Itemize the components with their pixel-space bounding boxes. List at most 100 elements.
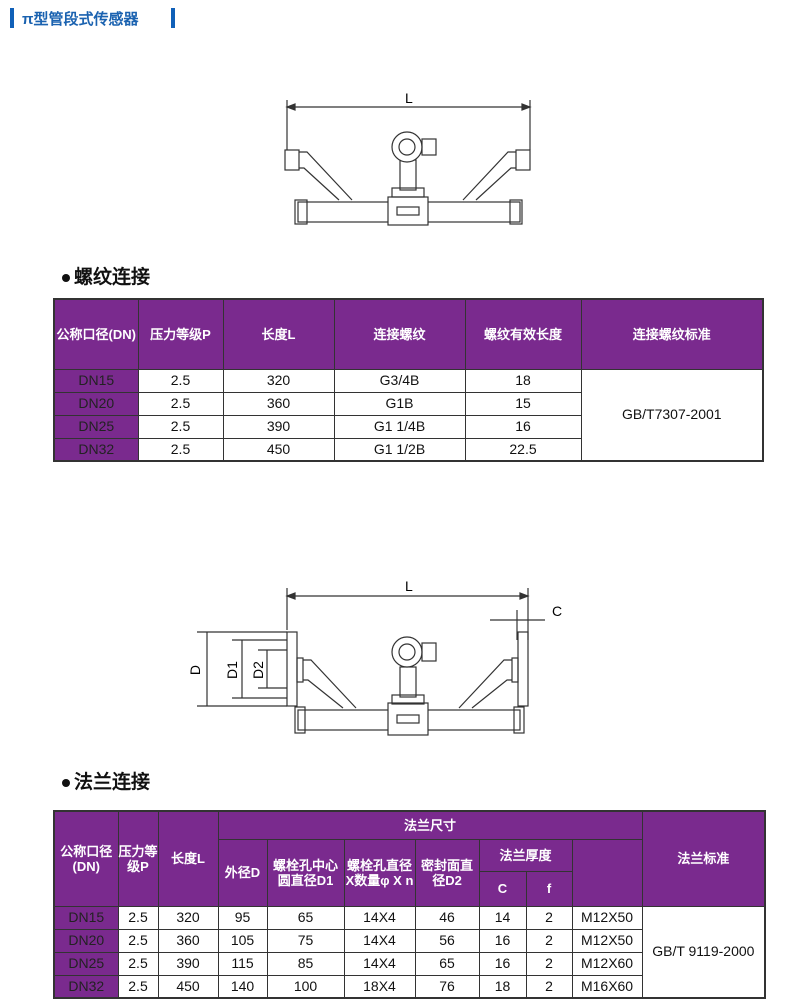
dimension-D2: D2 <box>249 661 266 679</box>
section-title: 螺纹连接 <box>74 267 151 288</box>
cell: DN25 <box>53 414 139 439</box>
section-flange-heading: 法兰连接 <box>62 767 150 794</box>
cell: 2.5 <box>117 951 159 976</box>
cell: M16X60 <box>571 974 643 999</box>
standard-cell: GB/T 9119-2000 <box>641 905 766 999</box>
cell: 75 <box>266 928 345 953</box>
thread-spec-table: 公称口径(DN) 压力等级P 长度L 连接螺纹 螺纹有效长度 连接螺纹标准 DN… <box>53 298 764 462</box>
cell: G1B <box>333 391 466 416</box>
cell: 140 <box>217 974 268 999</box>
cell: 450 <box>222 437 335 462</box>
header-pressure: 压力等级P <box>137 298 224 370</box>
cell: 18 <box>478 974 527 999</box>
cell: 390 <box>222 414 335 439</box>
cell: 2.5 <box>117 974 159 999</box>
header-standard: 法兰标准 <box>641 810 766 907</box>
cell: 2 <box>525 974 573 999</box>
section-title: 法兰连接 <box>74 772 151 793</box>
bullet-icon <box>62 273 70 282</box>
cell: DN32 <box>53 974 119 999</box>
header-c: C <box>478 870 527 907</box>
cell: 16 <box>464 414 582 439</box>
bullet-icon <box>62 778 70 787</box>
header-standard: 连接螺纹标准 <box>580 298 764 370</box>
header-dn: 公称口径(DN) <box>53 298 139 370</box>
cell: 85 <box>266 951 345 976</box>
dimension-D1: D1 <box>223 661 240 679</box>
header-bolt-circle: 螺栓孔中心圆直径D1 <box>266 838 345 907</box>
dimension-C: C <box>552 603 563 619</box>
cell: G1 1/2B <box>333 437 466 462</box>
cell: 320 <box>157 905 219 930</box>
title-bar-right <box>171 8 175 28</box>
cell: DN20 <box>53 391 139 416</box>
cell: DN25 <box>53 951 119 976</box>
cell: 95 <box>217 905 268 930</box>
cell: 2 <box>525 951 573 976</box>
flange-spec-table: 公称口径(DN) 压力等级P 长度L 法兰尺寸 法兰标准 外径D 螺栓孔中心圆直… <box>53 810 767 999</box>
cell: 46 <box>414 905 480 930</box>
cell: M12X60 <box>571 951 643 976</box>
header-flange-size: 法兰尺寸 <box>217 810 643 840</box>
header-bolt <box>571 838 643 907</box>
cell: G3/4B <box>333 368 466 393</box>
header-outer-diameter: 外径D <box>217 838 268 907</box>
cell: 2.5 <box>137 368 224 393</box>
cell: 16 <box>478 928 527 953</box>
cell: 65 <box>414 951 480 976</box>
page-title: π型管段式传感器 <box>22 11 139 28</box>
cell: DN15 <box>53 905 119 930</box>
cell: DN20 <box>53 928 119 953</box>
header-flange-thickness: 法兰厚度 <box>478 838 573 872</box>
cell: 22.5 <box>464 437 582 462</box>
cell: 360 <box>157 928 219 953</box>
header-thread-length: 螺纹有效长度 <box>464 298 582 370</box>
cell: M12X50 <box>571 905 643 930</box>
header-dn: 公称口径(DN) <box>53 810 119 907</box>
cell: 2 <box>525 928 573 953</box>
cell: 100 <box>266 974 345 999</box>
header-seal-diameter: 密封面直径D2 <box>414 838 480 907</box>
cell: 115 <box>217 951 268 976</box>
cell: 390 <box>157 951 219 976</box>
cell: 56 <box>414 928 480 953</box>
header-thread: 连接螺纹 <box>333 298 466 370</box>
cell: 18 <box>464 368 582 393</box>
dimension-L: L <box>405 578 413 594</box>
cell: 14X4 <box>343 928 416 953</box>
dimension-L: L <box>405 90 413 106</box>
cell: 2.5 <box>117 928 159 953</box>
cell: 450 <box>157 974 219 999</box>
cell: 14 <box>478 905 527 930</box>
cell: 14X4 <box>343 905 416 930</box>
cell: G1 1/4B <box>333 414 466 439</box>
cell: 16 <box>478 951 527 976</box>
header-bolt-hole: 螺栓孔直径X数量φ X n <box>343 838 416 907</box>
cell: 2.5 <box>117 905 159 930</box>
header-pressure: 压力等级P <box>117 810 159 907</box>
cell: 18X4 <box>343 974 416 999</box>
header-length: 长度L <box>157 810 219 907</box>
cell: M12X50 <box>571 928 643 953</box>
header-f: f <box>525 870 573 907</box>
cell: 2.5 <box>137 391 224 416</box>
cell: 2.5 <box>137 414 224 439</box>
header-length: 长度L <box>222 298 335 370</box>
cell: 2 <box>525 905 573 930</box>
cell: 105 <box>217 928 268 953</box>
section-thread-heading: 螺纹连接 <box>62 262 150 289</box>
cell: 15 <box>464 391 582 416</box>
flange-sensor-drawing <box>197 588 545 736</box>
standard-cell: GB/T7307-2001 <box>580 368 764 462</box>
cell: DN32 <box>53 437 139 462</box>
cell: DN15 <box>53 368 139 393</box>
cell: 14X4 <box>343 951 416 976</box>
title-bar-left <box>10 8 14 28</box>
